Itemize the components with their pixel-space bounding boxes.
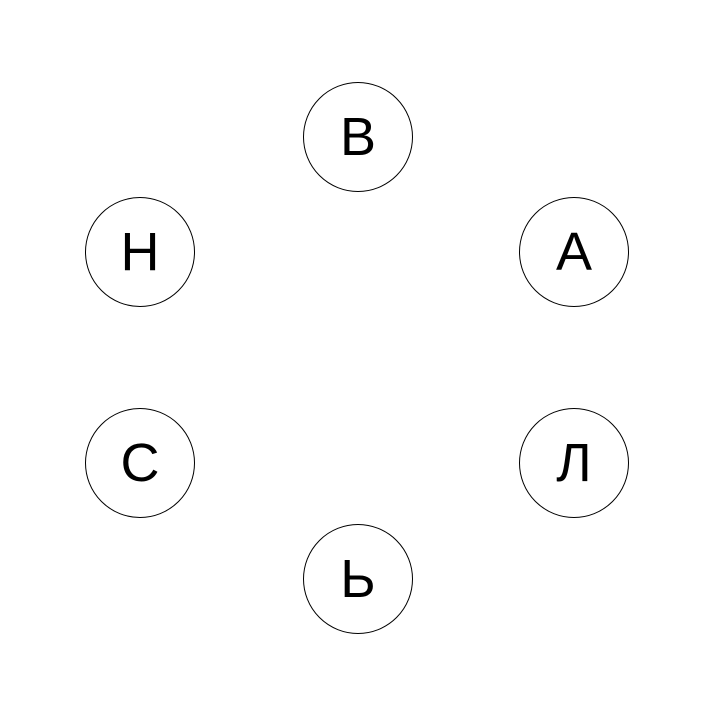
letter-tile[interactable]: А — [519, 197, 629, 307]
tile-letter: Н — [120, 222, 160, 282]
tile-letter: В — [339, 107, 377, 167]
letter-tile[interactable]: Л — [519, 408, 629, 518]
letter-tile[interactable]: Н — [85, 197, 195, 307]
letter-tile[interactable]: В — [303, 82, 413, 192]
letter-tile[interactable]: С — [85, 408, 195, 518]
tile-letter: А — [555, 222, 593, 282]
tile-letter: Л — [556, 433, 592, 493]
tile-letter: Ь — [340, 549, 376, 609]
tile-letter: С — [120, 433, 160, 493]
letter-tile[interactable]: Ь — [303, 524, 413, 634]
